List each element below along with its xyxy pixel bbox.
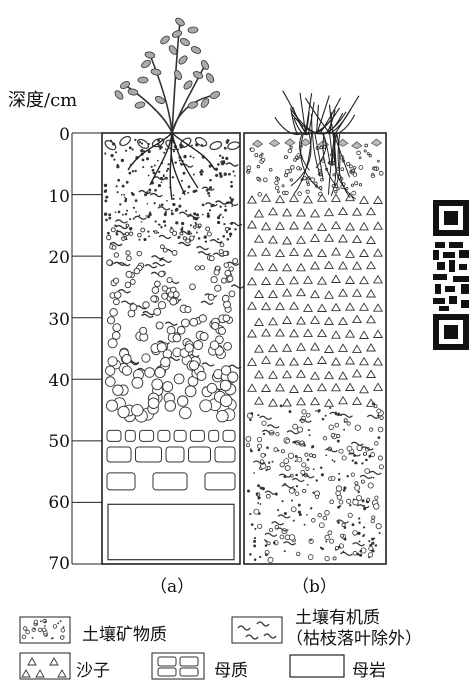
panel-b-label: （b） [292,577,337,597]
legend-sand-label: 沙子 [76,661,110,681]
depth-tick-60: 60 [48,493,70,513]
depth-tick-10: 10 [48,187,70,207]
depth-axis-title: 深度/cm [8,90,78,111]
legend-organic-label-1: 土壤有机质 [295,608,380,628]
profile-a [101,132,244,565]
legend-bedrock-label: 母岩 [352,661,386,681]
depth-tick-70: 70 [48,554,70,574]
depth-tick-0: 0 [59,125,70,145]
legend-icons [19,616,345,680]
panel-a-label: （a） [150,577,195,597]
depth-tick-40: 40 [48,371,70,391]
depth-tick-20: 20 [48,248,70,268]
legend-mineral-label: 土壤矿物质 [82,625,167,645]
depth-tick-50: 50 [48,432,70,452]
legend-organic-label-2: （枯枝落叶除外） [286,629,422,649]
plants [114,17,360,201]
qr-code-fragment [433,200,469,350]
legend-parent-material-label: 母质 [214,661,248,681]
profile-b [243,132,387,565]
depth-tick-30: 30 [48,310,70,330]
depth-axis [71,132,102,565]
